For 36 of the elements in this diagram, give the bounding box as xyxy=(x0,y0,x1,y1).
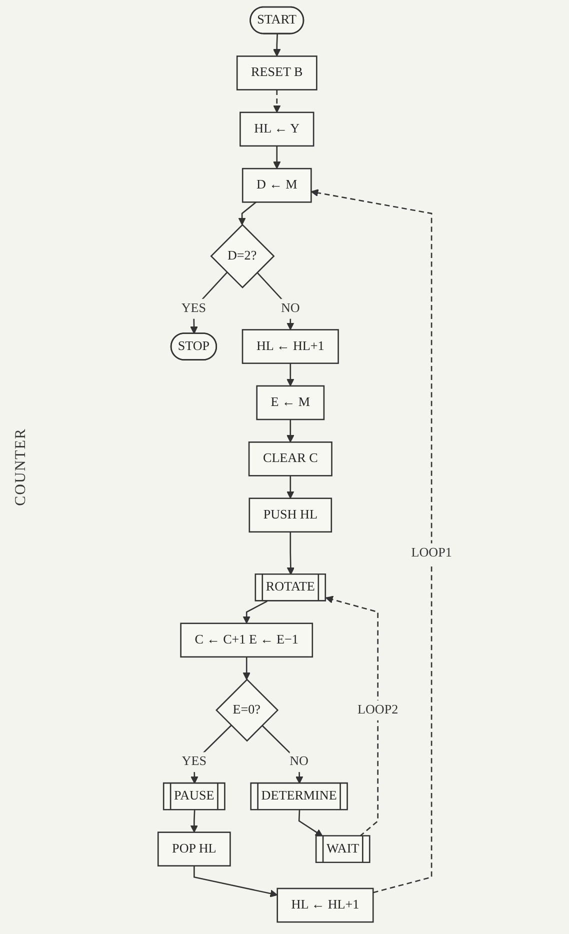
node-box: POP HL xyxy=(156,832,230,866)
edge-label: LOOP2 xyxy=(357,702,398,717)
arrow xyxy=(286,476,294,499)
arrow xyxy=(272,146,280,169)
node-box: HL ← HL+1 xyxy=(241,329,338,364)
node-box: RESET B xyxy=(236,56,317,90)
node-box: HL ← HL+1 xyxy=(276,888,374,923)
arrow xyxy=(272,34,280,57)
edge-label: LOOP1 xyxy=(410,546,452,560)
edge-label: YES xyxy=(180,301,206,316)
arrow xyxy=(238,202,256,226)
node-box: HL ← Y xyxy=(239,112,314,147)
arrow xyxy=(261,724,303,784)
edge-label: NO xyxy=(289,754,308,769)
arrow xyxy=(324,596,378,837)
arrow xyxy=(310,189,432,894)
arrow xyxy=(286,532,294,575)
node-diamond: D=2? xyxy=(210,224,274,288)
node-box: CLEAR C xyxy=(248,441,332,476)
node-diamond: E=0? xyxy=(215,678,278,742)
side-label: COUNTER xyxy=(12,428,30,506)
node-box: PUSH HL xyxy=(248,498,332,533)
arrow xyxy=(242,656,250,680)
arrow xyxy=(286,419,294,442)
arrow xyxy=(298,810,322,837)
arrow xyxy=(242,600,267,624)
node-box: E ← M xyxy=(256,385,324,420)
arrow xyxy=(286,363,294,386)
edge-label: YES xyxy=(181,754,206,769)
arrow xyxy=(272,90,280,113)
node-box: D ← M xyxy=(241,168,312,203)
arrow xyxy=(190,810,198,833)
arrow xyxy=(193,866,278,898)
arrow xyxy=(256,272,294,330)
node-box: C ← C+1 E ← E−1 xyxy=(180,622,313,658)
edge-label: NO xyxy=(280,301,300,316)
